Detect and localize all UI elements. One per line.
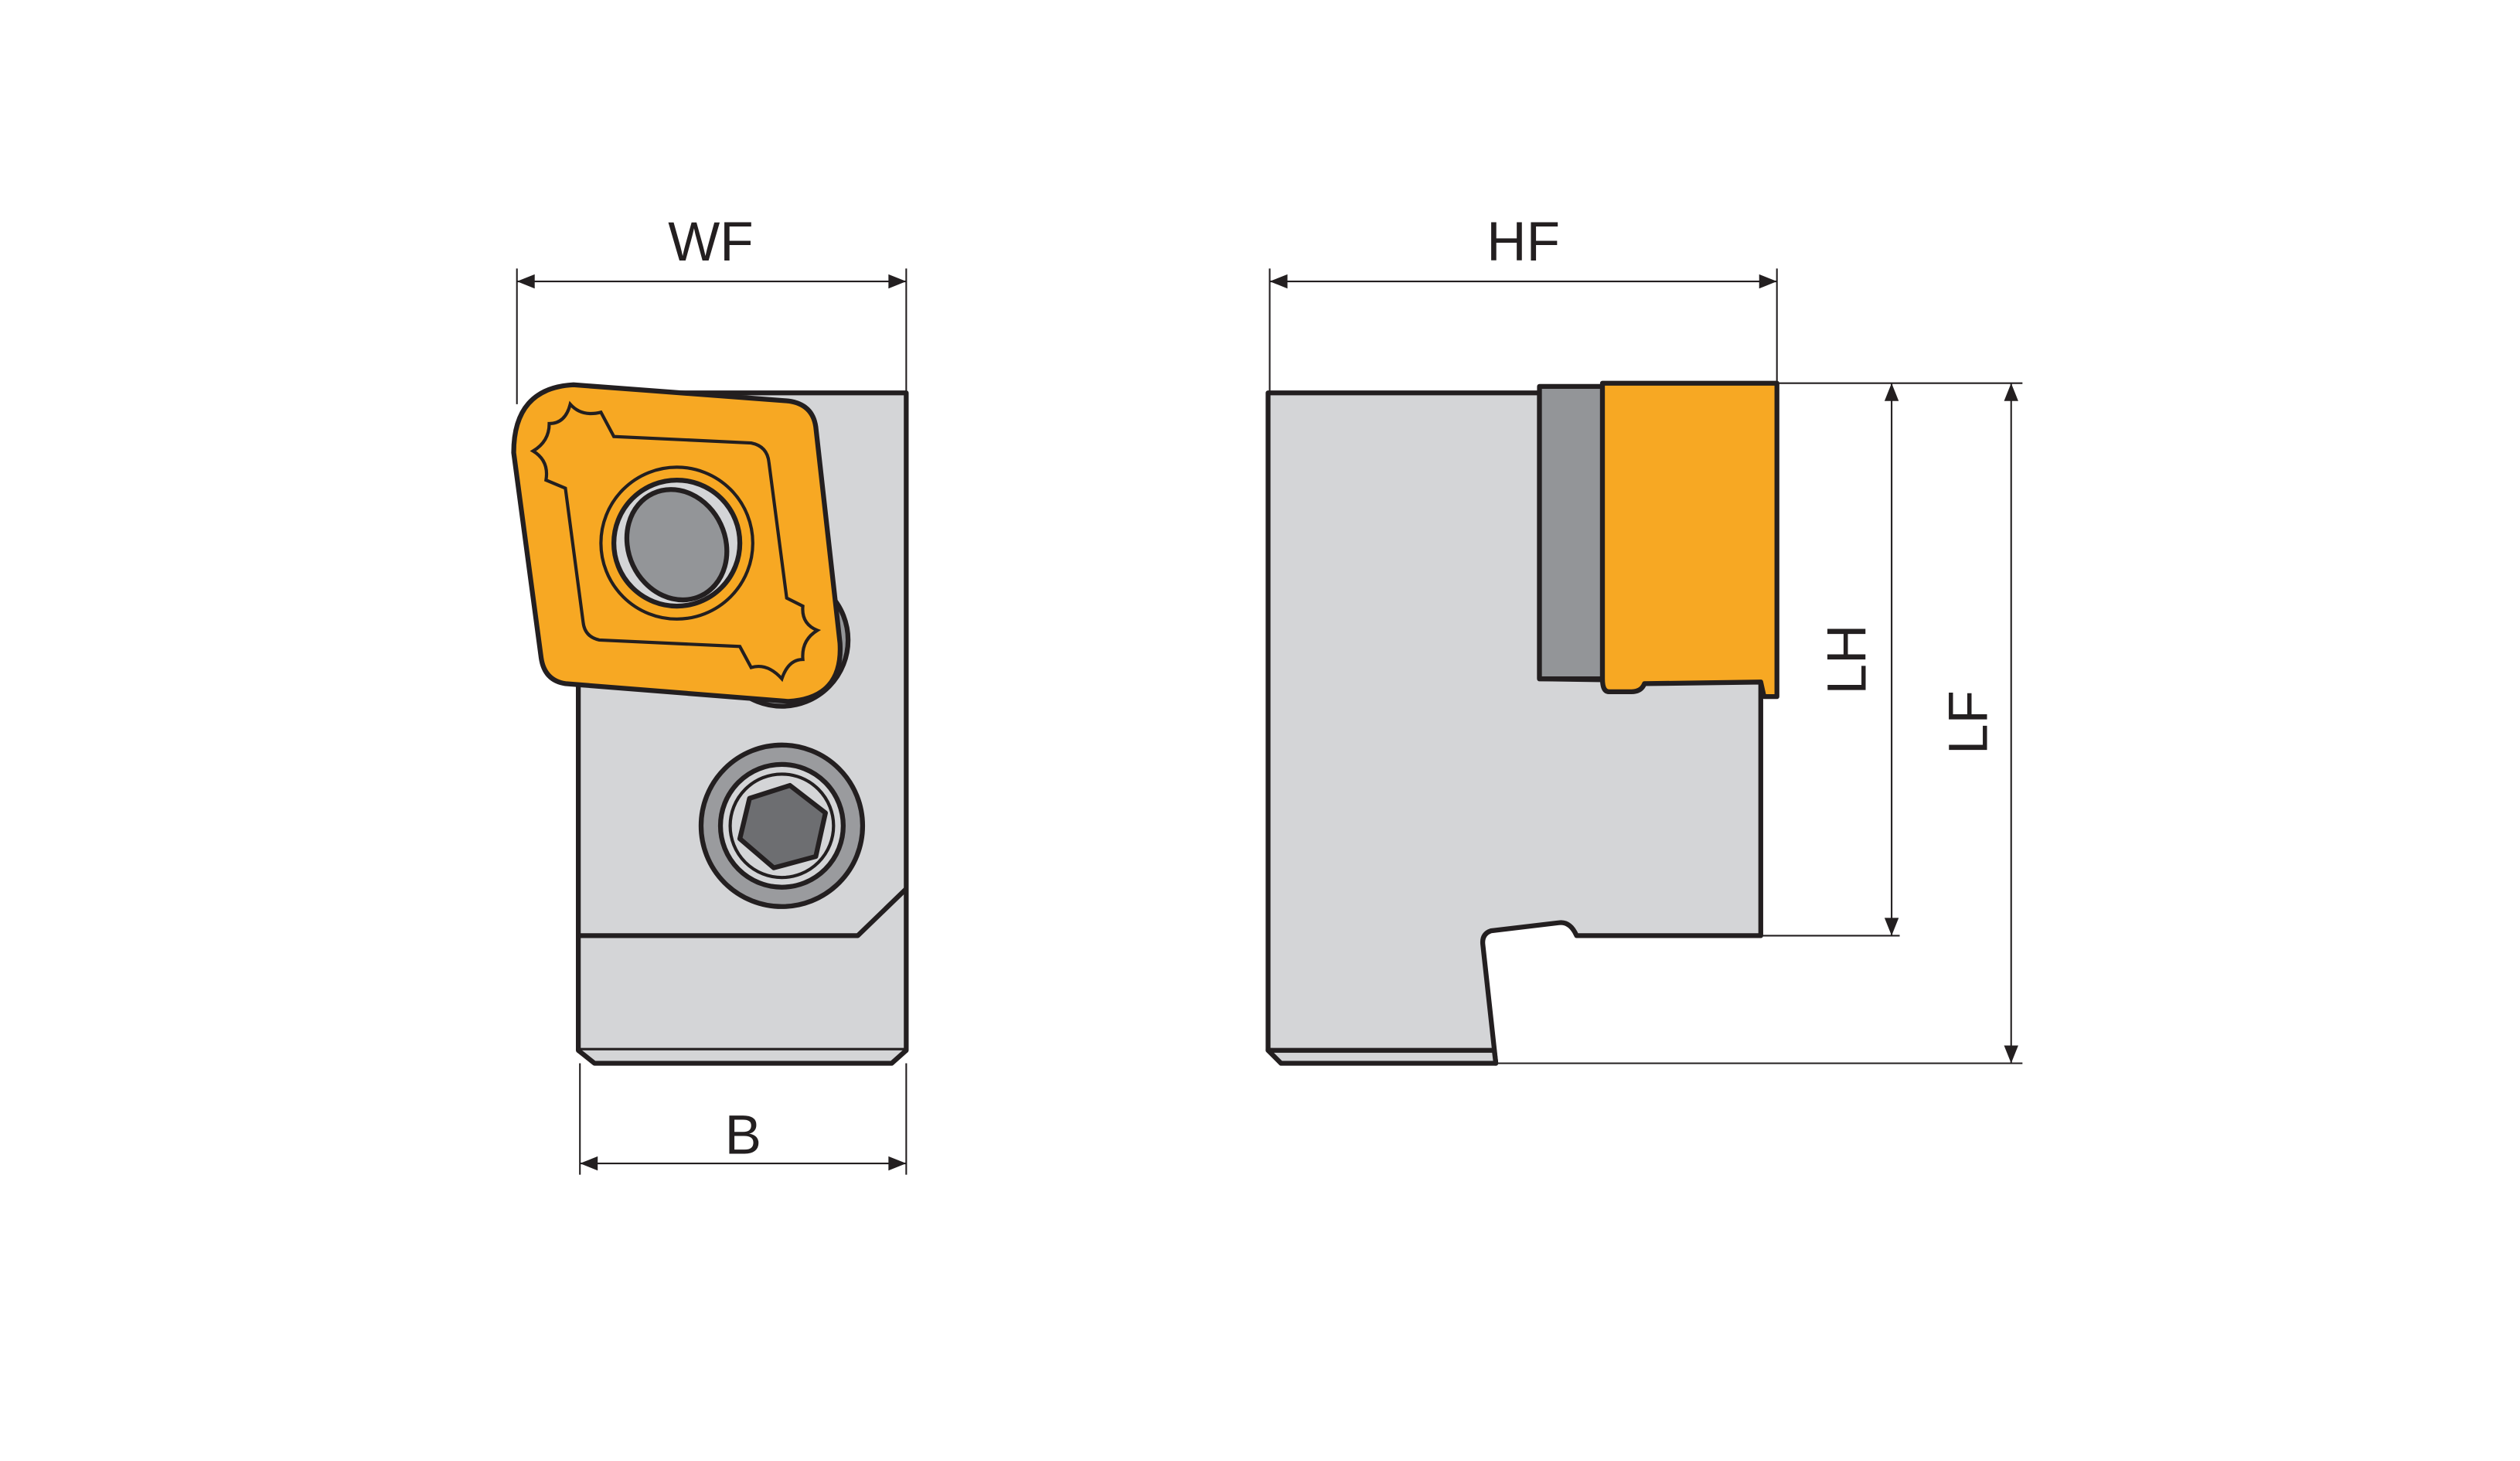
- cutting-insert-side: [1599, 380, 1779, 700]
- side-view: HF LH LF: [1265, 212, 2023, 1066]
- hf-label: HF: [1486, 212, 1560, 273]
- wf-label: WF: [668, 212, 753, 273]
- insert-screw-head: [624, 487, 730, 603]
- cutting-insert: [511, 382, 843, 704]
- body-step-line: [578, 887, 908, 938]
- front-view: WF B: [511, 212, 909, 1175]
- clamp-screw: [698, 742, 866, 909]
- hex-socket-icon: [737, 782, 828, 870]
- bottom-chamfer: [577, 1048, 908, 1066]
- shim: [1537, 383, 1606, 682]
- b-label: B: [725, 1105, 761, 1166]
- lh-label: LH: [1817, 625, 1878, 695]
- bottom-chamfer-side: [1265, 1047, 1499, 1066]
- holder-body-side: [1265, 390, 1763, 1066]
- lf-label: LF: [1938, 690, 1999, 754]
